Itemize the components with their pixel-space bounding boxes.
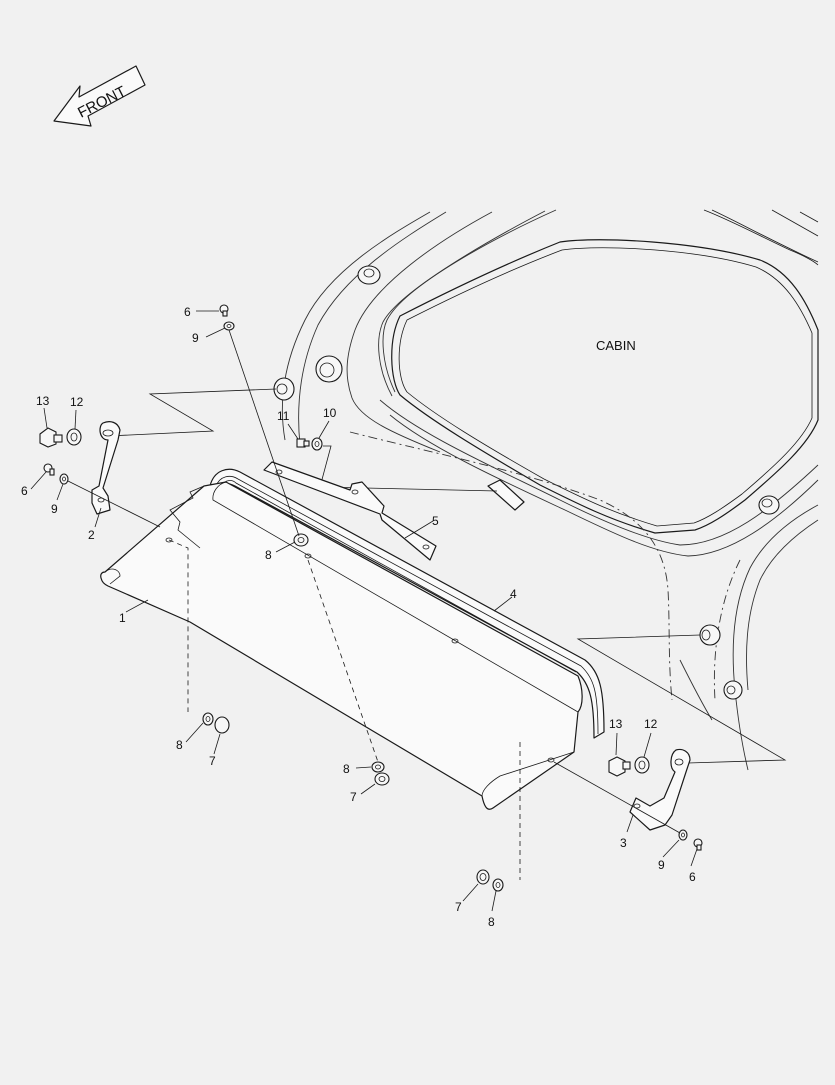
callout-8c: 8: [343, 762, 350, 776]
callout-5: 5: [432, 514, 439, 528]
callout-6a: 6: [21, 484, 28, 498]
callout-8a: 8: [265, 548, 272, 562]
callout-12b: 12: [644, 717, 658, 731]
callout-4: 4: [510, 587, 517, 601]
cabin-label: CABIN: [596, 338, 636, 353]
leader-lines: [30, 310, 698, 912]
callout-13a: 13: [36, 394, 50, 408]
callout-7b: 7: [350, 790, 357, 804]
callout-6c: 6: [689, 870, 696, 884]
callout-11: 11: [277, 409, 290, 423]
callout-7c: 7: [455, 900, 462, 914]
callout-3: 3: [620, 836, 627, 850]
assembly-dash-lines: [168, 539, 521, 880]
callout-1: 1: [119, 611, 126, 625]
callout-10: 10: [323, 406, 337, 420]
mounting-lines: [107, 388, 787, 764]
callout-12a: 12: [70, 395, 84, 409]
left-bracket: [91, 421, 121, 515]
callout-13b: 13: [609, 717, 623, 731]
assembly-solid-lines: [67, 329, 681, 834]
cabin-outline: CABIN: [273, 209, 819, 771]
hardware: [39, 304, 703, 892]
callout-6b: 6: [184, 305, 191, 319]
callout-2: 2: [88, 528, 95, 542]
main-cover-panel: [100, 481, 583, 810]
callout-8d: 8: [488, 915, 495, 929]
callout-8b: 8: [176, 738, 183, 752]
callout-9c: 9: [658, 858, 665, 872]
part-5-strip: [263, 461, 437, 561]
front-direction-arrow: FRONT: [53, 65, 146, 127]
callout-labels: 1 2 3 4 5 6 6 6 7 7 7 8 8 8 8 9 9 9 10 1…: [21, 305, 696, 929]
callout-9b: 9: [51, 502, 58, 516]
callout-9a: 9: [192, 331, 199, 345]
right-bracket: [629, 748, 691, 831]
callout-7a: 7: [209, 754, 216, 768]
